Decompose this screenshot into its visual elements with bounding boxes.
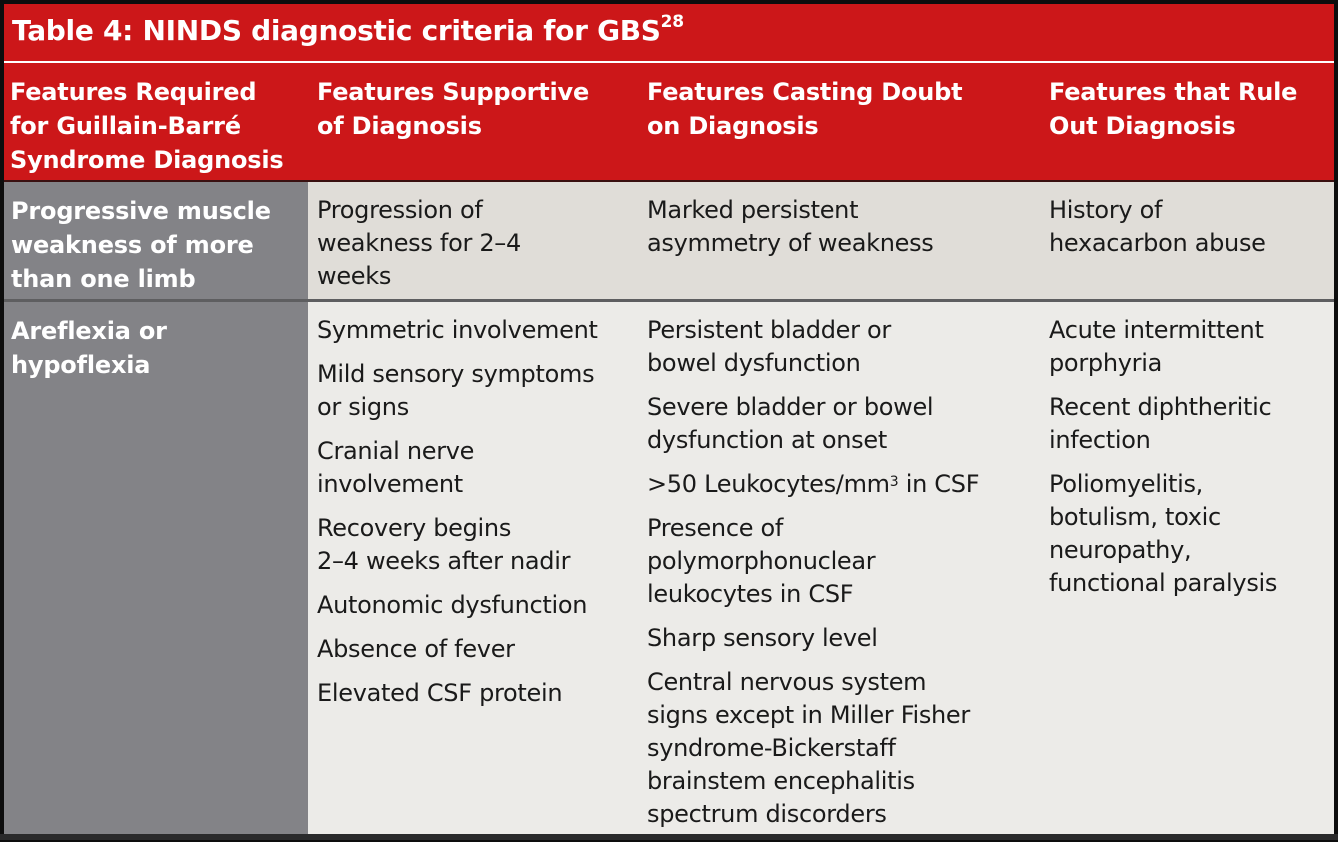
header-doubt: Features Casting Doubt on Diagnosis	[647, 75, 1043, 143]
header-line: Features Required	[10, 78, 257, 106]
header-line: Out Diagnosis	[1049, 112, 1236, 140]
list-item: Sharp sensory level	[647, 624, 878, 652]
list-item: Marked persistent asymmetry of weakness	[647, 196, 934, 257]
required-line: weakness of more	[11, 231, 254, 259]
list-item: Elevated CSF protein	[317, 679, 563, 707]
list-item: History of hexacarbon abuse	[1049, 196, 1266, 257]
header-line: for Guillain-Barré	[10, 112, 241, 140]
table-row: Progressive muscle weakness of more than…	[4, 182, 1334, 299]
cubic-superscript: 3	[889, 474, 899, 490]
required-line: than one limb	[11, 265, 196, 293]
table-title-bar: Table 4: NINDS diagnostic criteria for G…	[4, 4, 1334, 61]
table-title: Table 4: NINDS diagnostic criteria for G…	[12, 12, 684, 47]
required-line: Areflexia or	[11, 317, 167, 345]
header-required: Features Required for Guillain-Barré Syn…	[10, 75, 306, 177]
header-line: Features Casting Doubt	[647, 78, 963, 106]
header-line: Features that Rule	[1049, 78, 1298, 106]
list-item: Absence of fever	[317, 635, 515, 663]
table-row: Areflexia or hypoflexia Symmetric involv…	[4, 302, 1334, 834]
supportive-cell: Symmetric involvement Mild sensory sympt…	[317, 314, 642, 721]
reference-superscript: 28	[660, 12, 684, 32]
row-divider	[4, 299, 1334, 302]
required-text: Areflexia or hypoflexia	[11, 314, 167, 382]
required-line: Progressive muscle	[11, 197, 271, 225]
required-line: hypoflexia	[11, 351, 151, 379]
required-text: Progressive muscle weakness of more than…	[11, 194, 271, 296]
row-content	[308, 182, 1334, 299]
title-divider	[4, 61, 1334, 63]
header-line: Features Supportive	[317, 78, 590, 106]
required-cell: Areflexia or hypoflexia	[4, 302, 308, 834]
rule-out-cell: History of hexacarbon abuse	[1049, 194, 1329, 271]
table-header-row: Features Required for Guillain-Barré Syn…	[4, 63, 1334, 180]
header-line: Syndrome Diagnosis	[10, 146, 284, 174]
table-title-text: Table 4: NINDS diagnostic criteria for G…	[12, 14, 661, 47]
list-item: Symmetric involvement	[317, 316, 598, 344]
header-divider	[4, 180, 1334, 182]
doubt-cell: Marked persistent asymmetry of weakness	[647, 194, 1043, 271]
supportive-cell: Progression of weakness for 2–4 weeks	[317, 194, 637, 304]
header-line: on Diagnosis	[647, 112, 819, 140]
header-line: of Diagnosis	[317, 112, 482, 140]
required-cell: Progressive muscle weakness of more than…	[4, 182, 308, 299]
list-item: Progression of weakness for 2–4 weeks	[317, 196, 521, 290]
list-item: Autonomic dysfunction	[317, 591, 588, 619]
table-bottom-border	[0, 834, 1338, 840]
header-supportive: Features Supportive of Diagnosis	[317, 75, 637, 143]
list-item: >50 Leukocytes/mm3 in CSF	[647, 470, 980, 498]
row-content	[308, 302, 1334, 834]
header-rule-out: Features that Rule Out Diagnosis	[1049, 75, 1329, 143]
